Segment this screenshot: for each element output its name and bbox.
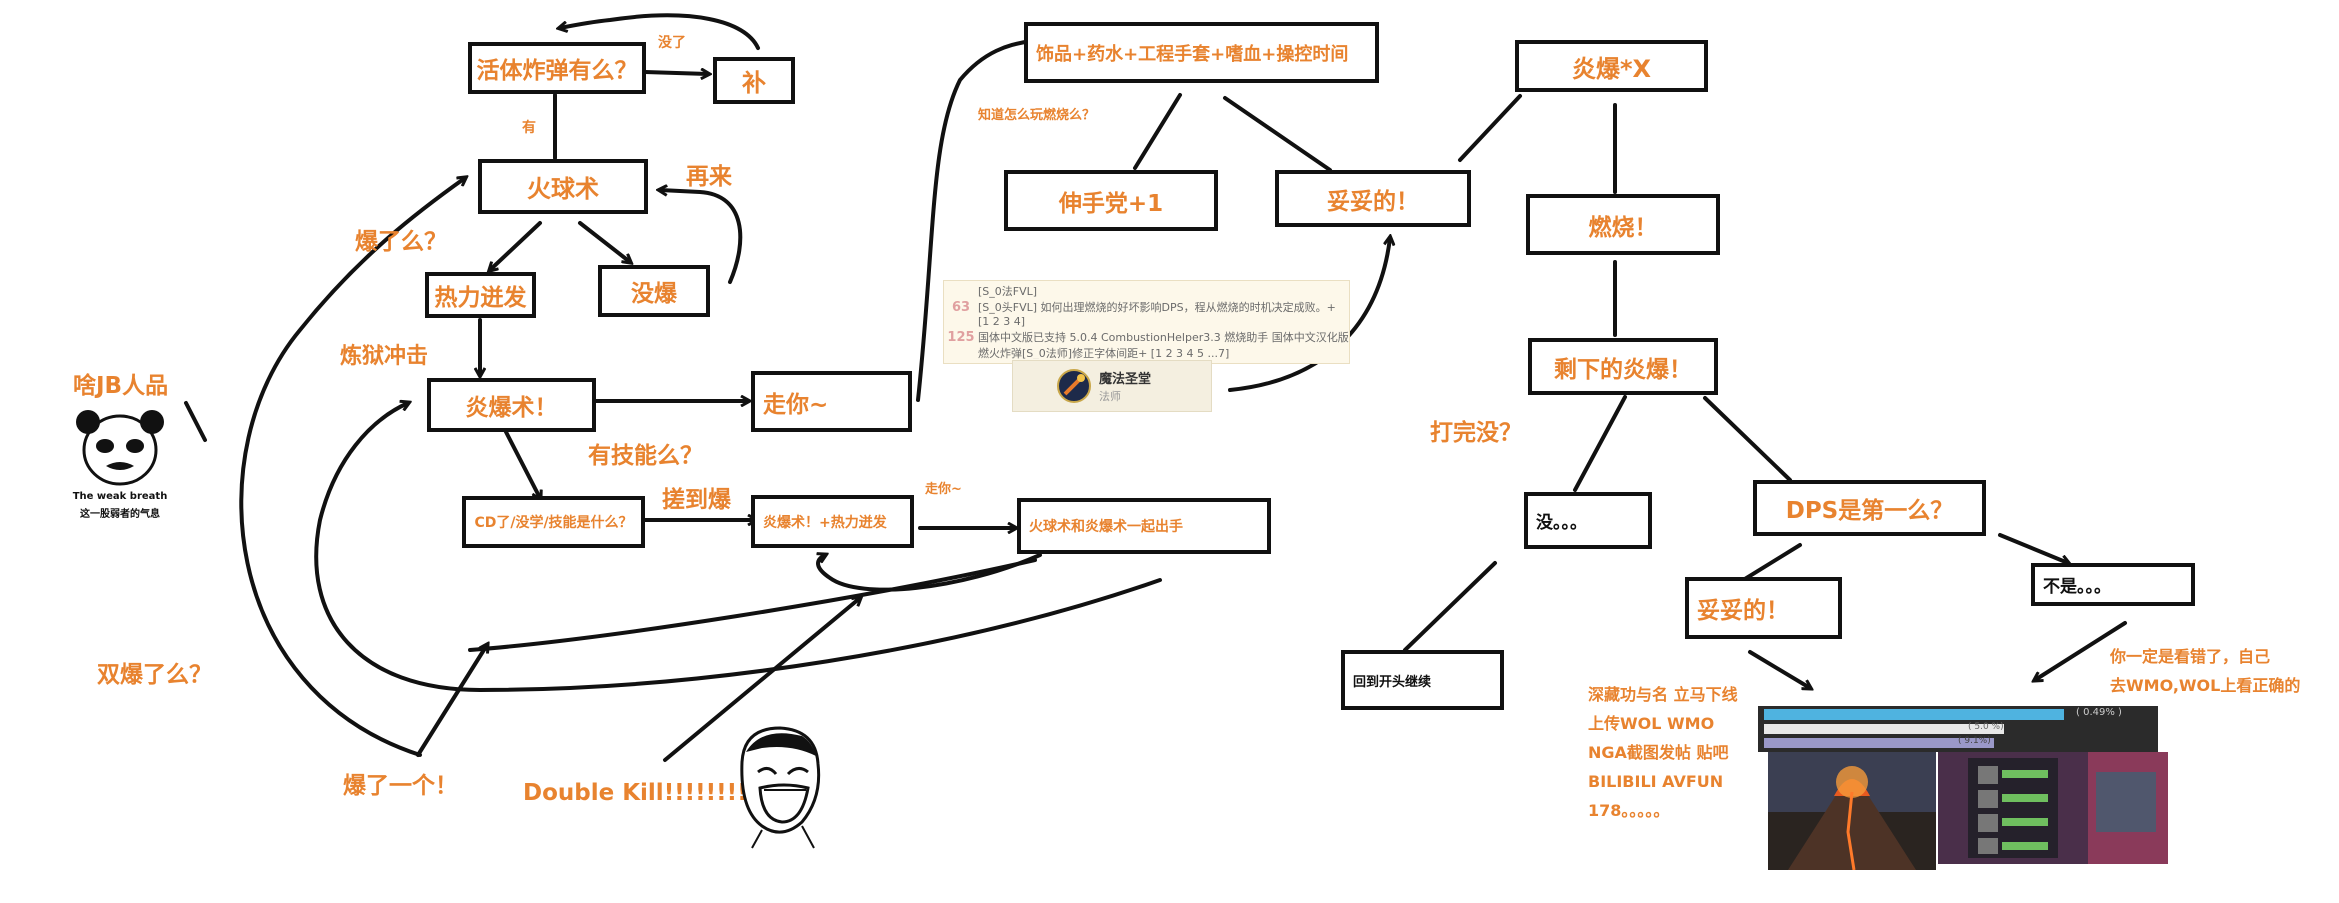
forum-row2-num: 125 (947, 330, 975, 345)
label-success-note: 深藏功与名 立马下线 上传WOL WMO NGA截图发帖 贴吧 BILIBILI… (1588, 685, 1738, 820)
label-wrong-note: 你一定是看错了，自己 去WMO,WOL上看正确的 (2110, 647, 2301, 695)
meter-value-3: ( 9.1%) (1958, 736, 1991, 746)
forum-card[interactable]: 魔法圣堂 法师 (1012, 360, 1212, 412)
walk-away-box: 走你~ (751, 371, 912, 432)
lazy-box: 伸手党+1 (1004, 170, 1218, 231)
arrow-pyro-to-cd (503, 428, 540, 498)
label-finished: 打完没？ (1430, 420, 1522, 446)
arrow-doublekill (663, 598, 860, 762)
label-walk-away-small: 走你~ (925, 482, 962, 497)
line-good-to-pyrox (1458, 94, 1522, 162)
meter-bar-1 (1764, 709, 2064, 720)
meter-bar-3 (1764, 738, 1994, 748)
heating-up-box: 热力迸发 (425, 272, 536, 318)
volcano-screenshot (1768, 752, 1936, 870)
label-double-kill: Double Kill!!!!!!!! (523, 780, 748, 806)
line-trinkets-to-good (1223, 96, 1332, 172)
label-have-skill: 有技能么？ (588, 443, 703, 469)
label-again: 再来 (686, 164, 732, 190)
label-none-left: 没了 (658, 35, 686, 51)
forum-row0: [S_0法FVL] (978, 285, 1038, 298)
meter-value-1: ( 0.49% ) (2076, 707, 2122, 718)
all-good-box-mid: 妥妥的！ (1275, 170, 1471, 227)
label-did-crit: 爆了么？ (355, 229, 447, 255)
arrow-together-back (816, 555, 1042, 592)
panda-meme-icon (76, 410, 164, 486)
line-remaining-to-dps (1703, 396, 1792, 482)
fireball-box: 火球术 (478, 159, 648, 214)
pyroblast-box: 炎爆术！ (427, 378, 596, 432)
arrow-crit-to-fireball (239, 178, 465, 757)
label-inferno-blast: 炼狱冲击 (340, 344, 429, 369)
line-remaining-to-notyet (1573, 395, 1627, 492)
arrow-dps-to-not (1998, 533, 2068, 563)
arrow-refresh-to-bomb (560, 13, 760, 50)
label-who-luck: 啥JB人品 (73, 373, 169, 399)
trinkets-box: 饰品+药水+工程手套+嗜血+操控时间 (1024, 22, 1379, 83)
back-to-start-box: 回到开头继续 (1341, 650, 1504, 710)
arrow-onecrit (416, 645, 487, 757)
not-yet-box: 没。。。 (1524, 492, 1652, 549)
laughing-face-icon (740, 726, 821, 849)
label-double-crit: 双爆了么？ (97, 662, 212, 688)
combustion-box: 燃烧！ (1526, 194, 1720, 255)
label-got-crit: 搓到爆 (662, 487, 731, 513)
arrow-bomb-to-refresh (643, 72, 708, 74)
line-big-lower-loop (468, 558, 1037, 652)
arrow-fireball-to-nocrit (578, 221, 630, 262)
mage-icon (1057, 369, 1091, 403)
game-ui-screenshot (1938, 752, 2168, 864)
dps-first-box: DPS是第一么？ (1753, 480, 1986, 536)
no-crit-box: 没爆 (598, 265, 710, 317)
pyro-heat-box: 炎爆术！+热力迸发 (751, 495, 914, 548)
forum-row2-sub: 燃火炸弹[S_0法师]修正字体间距+ [1 2 3 4 5 ...7] (978, 347, 1230, 359)
arrow-double-loop (314, 403, 1162, 693)
forum-card-name: 魔法圣堂 (1099, 372, 1152, 387)
meter-value-2: ( 5.0 %) (1968, 722, 2004, 732)
label-one-crit: 爆了一个！ (343, 773, 458, 799)
line-notyet-to-back (1403, 561, 1497, 652)
forum-row2-title: 国体中文版已支持 5.0.4 CombustionHelper3.3 燃烧助手 … (978, 331, 1349, 344)
dps-meter: ( 0.49% ) ( 5.0 %) ( 9.1%) (1758, 706, 2158, 752)
forum-row1-num: 63 (951, 300, 971, 315)
arrow-not-to-shot (2035, 621, 2127, 680)
panda-caption-en: The weak breath (72, 491, 168, 502)
all-good-box-right: 妥妥的！ (1685, 577, 1842, 639)
panda-caption-cn: 这一股弱者的气息 (80, 509, 160, 520)
together-box: 火球术和炎爆术一起出手 (1017, 498, 1271, 554)
forum-row1-title: [S_0头FVL] 如何出理燃烧的好坏影响DPS，程从燃烧的时机决定成败。+ (978, 301, 1336, 314)
not-really-box: 不是。。。 (2031, 563, 2195, 606)
line-trinkets-to-lazy (1133, 93, 1182, 170)
arrow-good-to-shot (1748, 650, 1810, 688)
label-know-combustion: 知道怎么玩燃烧么？ (978, 108, 1096, 123)
remaining-pyro-box: 剩下的炎爆！ (1528, 338, 1718, 395)
living-bomb-box: 活体炸弹有么？ (468, 42, 646, 94)
pyro-x-box: 炎爆*X (1515, 40, 1708, 92)
arrow-nocrit-back (660, 190, 743, 284)
line-dps-to-good (1738, 543, 1802, 584)
label-yes: 有 (522, 120, 536, 136)
arrow-fireball-to-heat (490, 221, 542, 270)
cd-question-box: CD了/没学/技能是什么？ (462, 496, 645, 548)
forum-row1-pages: [1 2 3 4] (978, 315, 1026, 327)
line-luck (184, 401, 207, 442)
forum-snippet: [S_0法FVL] 63 [S_0头FVL] 如何出理燃烧的好坏影响DPS，程从燃… (943, 280, 1350, 364)
refresh-box: 补 (713, 57, 795, 104)
meter-bar-2 (1764, 724, 2004, 734)
forum-row1[interactable]: 63 [S_0头FVL] 如何出理燃烧的好坏影响DPS，程从燃烧的时机决定成败。+… (944, 299, 1349, 327)
line-walk-to-trinkets (916, 40, 1027, 402)
forum-card-sub: 法师 (1099, 390, 1121, 403)
